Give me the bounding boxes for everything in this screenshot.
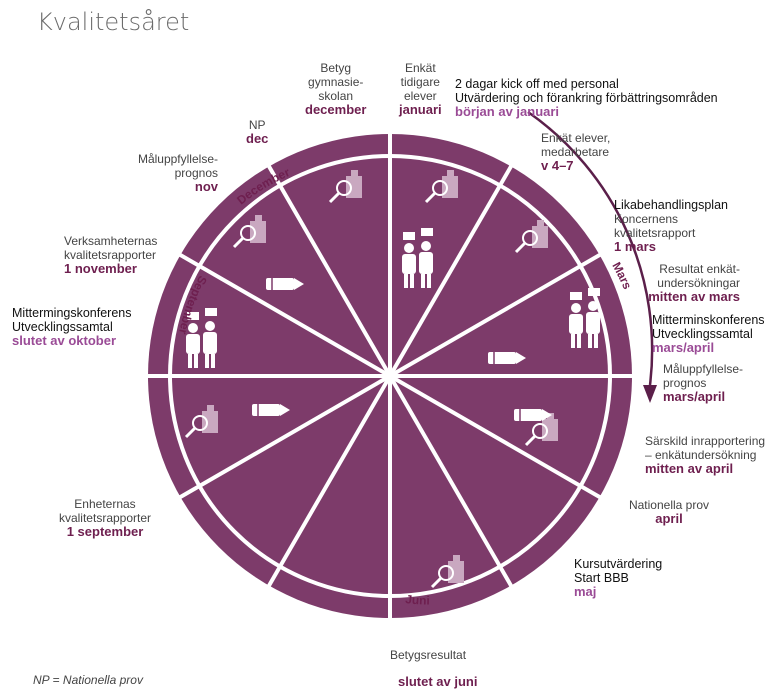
- direction-arrow-shaft: [527, 110, 654, 386]
- magnifier-doc-icon: [524, 413, 558, 447]
- people-talking-icon: [186, 308, 217, 368]
- label-betyg-gymnasieskolan: Betyg gymnasie- skolan december: [305, 61, 367, 117]
- label-enkat-elever-medarbetare: Enkät elever, medarbetare v 4–7: [541, 131, 611, 173]
- label-enkat-tidigare-elever: Enkät tidigare elever januari: [399, 61, 442, 117]
- wheel-spoke: [388, 252, 602, 378]
- month-label-juni: Juni: [405, 592, 430, 607]
- people-talking-icon: [569, 288, 600, 348]
- wheel-spoke: [388, 374, 602, 500]
- pencil-icon: [488, 352, 526, 364]
- svg-text:Juni: Juni: [405, 592, 430, 607]
- wheel-icons: [184, 170, 600, 589]
- magnifier-doc-icon: [424, 170, 458, 204]
- people-talking-icon: [402, 228, 433, 288]
- label-sarskild-inrapportering: Särskild inrapportering – enkätundersökn…: [645, 434, 766, 476]
- label-maluppfyllelse-nov: Måluppfyllelse- prognos nov: [137, 152, 218, 194]
- label-betygsresultat-when: slutet av juni: [398, 674, 478, 689]
- footnote: NP = Nationella prov: [33, 673, 143, 687]
- label-np-dec: NP dec: [246, 118, 269, 146]
- label-maluppfyllelse-mars: Måluppfyllelse- prognos mars/april: [663, 362, 744, 404]
- pencil-icon: [266, 278, 304, 290]
- label-verksamheternas-kvalitetsrapporter: Verksamheternas kvalitetsrapporter 1 nov…: [64, 234, 158, 276]
- magnifier-doc-icon: [184, 405, 218, 439]
- page-title: Kvalitetsåret: [37, 8, 190, 36]
- wheel-hub: [383, 369, 397, 383]
- magnifier-doc-icon: [328, 170, 362, 204]
- wheel-spoke: [178, 374, 392, 500]
- wheel-spoke: [266, 374, 392, 588]
- label-resultat-enkatundersokningar: Resultat enkät- undersökningar mitten av…: [648, 262, 740, 304]
- label-mitterminskonferens-mars: Mitterminskonferens Utvecklingssamtal ma…: [652, 313, 765, 355]
- wheel-spoke: [266, 164, 392, 378]
- wheel-spoke: [388, 374, 514, 588]
- direction-arrow-head: [643, 385, 657, 403]
- label-likabehandlingsplan: Likabehandlingsplan Koncernens kvalitets…: [614, 198, 728, 254]
- pencil-icon: [514, 409, 552, 421]
- label-nationella-prov: Nationella prov april: [628, 498, 710, 526]
- label-kick-off: 2 dagar kick off med personal Utvärderin…: [455, 77, 718, 119]
- wheel-spoke: [178, 252, 392, 378]
- label-enheternas-kvalitetsrapporter: Enheternas kvalitetsrapporter 1 septembe…: [58, 497, 152, 539]
- pencil-icon: [252, 404, 290, 416]
- wheel-spokes: [147, 133, 633, 619]
- wheel-spoke: [388, 164, 514, 378]
- magnifier-doc-icon: [430, 555, 464, 589]
- label-mittermingskonferens-oktober: Mittermingskonferens Utvecklingssamtal s…: [12, 306, 132, 348]
- magnifier-doc-icon: [514, 220, 548, 254]
- magnifier-doc-icon: [232, 215, 266, 249]
- label-betygsresultat: Betygsresultat: [390, 648, 467, 662]
- label-kursutvardering: Kursutvärdering Start BBB maj: [574, 557, 663, 599]
